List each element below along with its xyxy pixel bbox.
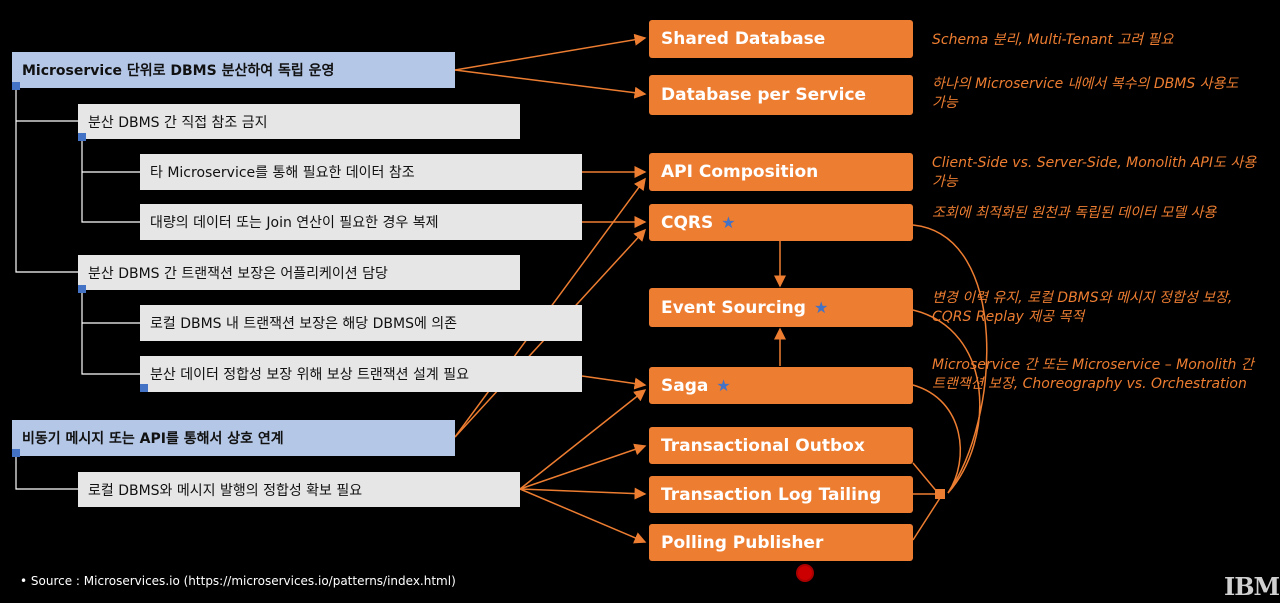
pattern-cqrs: CQRS ★ <box>649 204 913 241</box>
pattern-transactional-outbox: Transactional Outbox <box>649 427 913 464</box>
note-saga: Microservice 간 또는 Microservice – Monolit… <box>932 357 1254 392</box>
pattern-label: Polling Publisher <box>661 532 824 553</box>
pattern-label: Shared Database <box>661 29 826 49</box>
note-api-composition: Client-Side vs. Server-Side, Monolith AP… <box>932 155 1257 190</box>
sub-box-label: 로컬 DBMS와 메시지 발행의 정합성 확보 필요 <box>88 482 363 499</box>
pattern-saga: Saga ★ <box>649 367 913 404</box>
sub-box-ref-via-microservice: 타 Microservice를 통해 필요한 데이터 참조 <box>140 154 582 190</box>
tree-marker <box>12 82 20 90</box>
star-icon: ★ <box>721 213 736 232</box>
pointer-dot-icon <box>798 566 812 580</box>
main-box-independent-dbms: Microservice 단위로 DBMS 분산하여 독립 운영 <box>12 52 455 88</box>
pattern-label: CQRS <box>661 212 714 233</box>
sub-box-app-transaction: 분산 DBMS 간 트랜잭션 보장은 어플리케이션 담당 <box>78 255 520 290</box>
pattern-shared-database: Shared Database <box>649 20 913 58</box>
sub-box-compensating-transaction: 분산 데이터 정합성 보장 위해 보상 트랜잭션 설계 필요 <box>140 356 582 392</box>
main-box-label: 비동기 메시지 또는 API를 통해서 상호 연계 <box>22 431 284 447</box>
tree-marker <box>78 285 86 293</box>
sub-box-local-transaction: 로컬 DBMS 내 트랜잭션 보장은 해당 DBMS에 의존 <box>140 305 582 341</box>
sub-box-message-consistency: 로컬 DBMS와 메시지 발행의 정합성 확보 필요 <box>78 472 520 507</box>
sub-box-label: 분산 DBMS 간 직접 참조 금지 <box>88 114 268 131</box>
sub-box-label: 대량의 데이터 또는 Join 연산이 필요한 경우 복제 <box>150 215 439 231</box>
source-citation: • Source : Microservices.io (https://mic… <box>20 574 456 588</box>
note-shared-database: Schema 분리, Multi-Tenant 고려 필요 <box>932 32 1174 48</box>
ibm-logo: IBM <box>1224 572 1280 601</box>
sub-box-label: 분산 데이터 정합성 보장 위해 보상 트랜잭션 설계 필요 <box>150 367 469 383</box>
note-database-per-service: 하나의 Microservice 내에서 복수의 DBMS 사용도 가능 <box>932 76 1239 111</box>
note-event-sourcing: 변경 이력 유지, 로컬 DBMS와 메시지 정합성 보장, CQRS Repl… <box>932 290 1233 325</box>
pattern-polling-publisher: Polling Publisher <box>649 524 913 561</box>
main-box-label: Microservice 단위로 DBMS 분산하여 독립 운영 <box>22 63 335 79</box>
note-cqrs: 조회에 최적화된 원천과 독립된 데이터 모델 사용 <box>932 205 1217 221</box>
star-icon: ★ <box>716 376 731 395</box>
tree-marker <box>78 133 86 141</box>
sub-box-label: 분산 DBMS 간 트랜잭션 보장은 어플리케이션 담당 <box>88 265 388 282</box>
pattern-label: API Composition <box>661 162 819 182</box>
pattern-label: Transaction Log Tailing <box>661 484 882 505</box>
pattern-api-composition: API Composition <box>649 153 913 191</box>
pattern-event-sourcing: Event Sourcing ★ <box>649 288 913 327</box>
main-box-async-messaging: 비동기 메시지 또는 API를 통해서 상호 연계 <box>12 420 455 456</box>
pattern-label: Database per Service <box>661 85 867 105</box>
sub-box-label: 로컬 DBMS 내 트랜잭션 보장은 해당 DBMS에 의존 <box>150 316 458 332</box>
sub-box-no-direct-ref: 분산 DBMS 간 직접 참조 금지 <box>78 104 520 139</box>
sub-box-label: 타 Microservice를 통해 필요한 데이터 참조 <box>150 165 415 181</box>
pattern-label: Event Sourcing <box>661 297 806 318</box>
pattern-label: Transactional Outbox <box>661 435 865 456</box>
sub-box-replicate-data: 대량의 데이터 또는 Join 연산이 필요한 경우 복제 <box>140 204 582 240</box>
tree-marker <box>140 384 148 392</box>
tree-marker <box>12 449 20 457</box>
star-icon: ★ <box>813 298 829 317</box>
pattern-database-per-service: Database per Service <box>649 75 913 115</box>
junction-node <box>935 489 945 499</box>
pattern-transaction-log-tailing: Transaction Log Tailing <box>649 476 913 513</box>
pattern-label: Saga <box>661 375 709 396</box>
